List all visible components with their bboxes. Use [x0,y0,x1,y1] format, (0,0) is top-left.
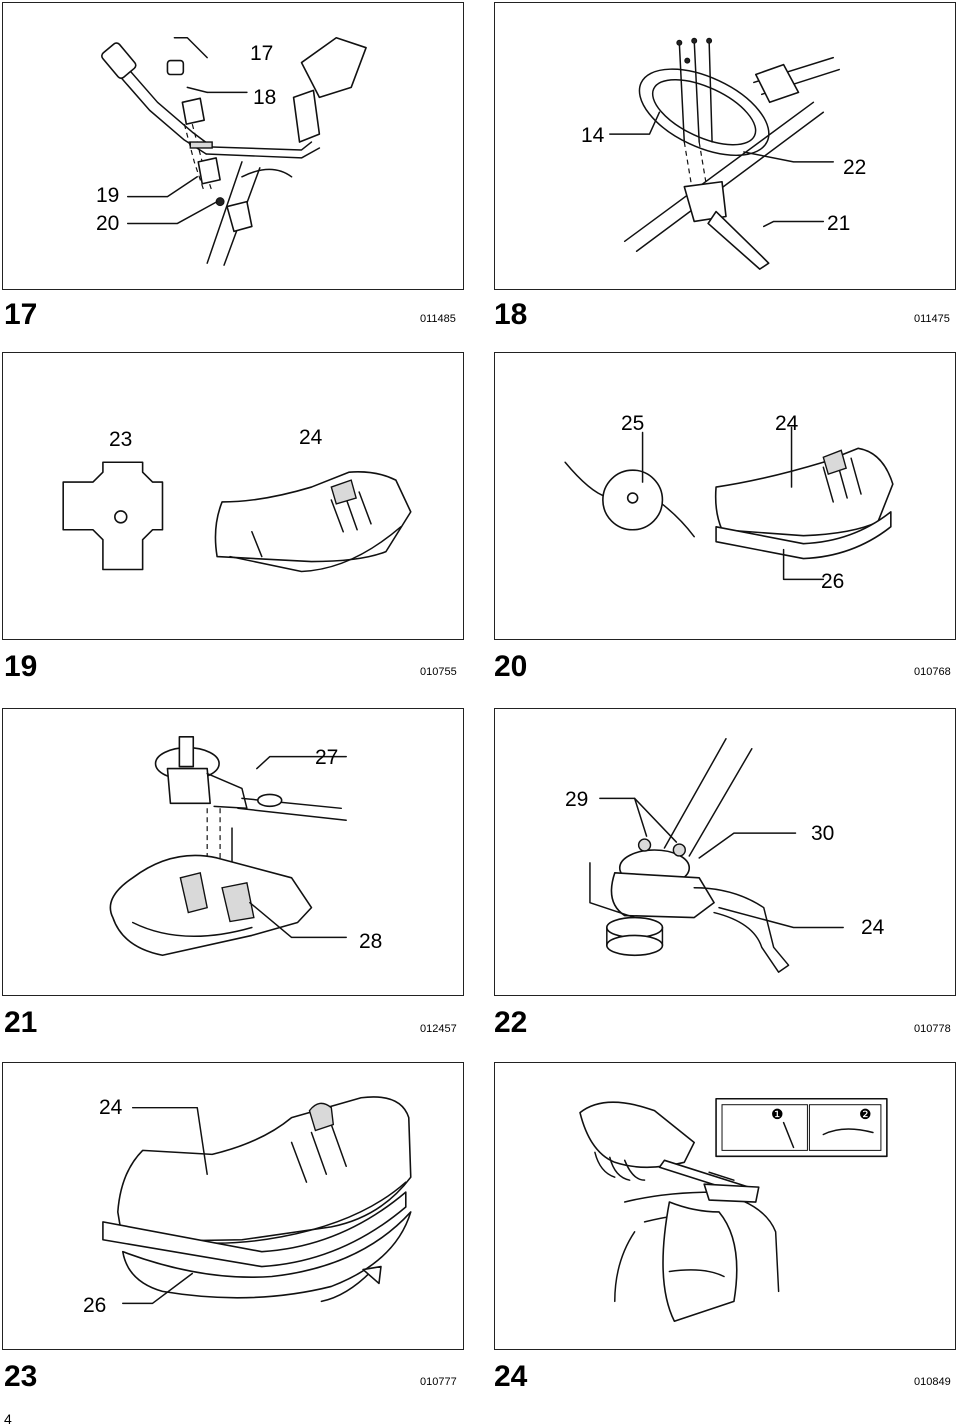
figure-22-panel: 29 30 24 [494,708,956,996]
callout-23: 23 [109,428,133,451]
figure-17-panel: 17 18 19 20 [2,2,464,290]
figure-number-18: 18 [494,298,528,331]
figure-19-illustration [62,461,412,573]
callout-20: 20 [96,212,120,235]
figure-code-18: 011475 [914,313,950,325]
label-marker-1: ❶ [771,1106,784,1122]
figure-number-17: 17 [4,298,38,331]
figure-23-illustration [102,1096,412,1305]
callout-21: 21 [827,212,851,235]
callout-29: 29 [565,788,589,811]
figure-code-20: 010768 [914,666,951,678]
figure-23-panel: 24 26 [2,1062,464,1350]
label-marker-2: ❷ [859,1106,872,1122]
figure-code-24: 010849 [914,1376,951,1388]
callout-14: 14 [581,124,605,147]
callout-24: 24 [299,426,323,449]
figure-24-illustration [579,1097,888,1322]
callout-26b: 26 [83,1294,107,1317]
figure-code-21: 012457 [420,1023,457,1035]
figure-18-illustration [609,37,840,270]
figure-18-panel: 14 22 21 [494,2,956,290]
callout-28: 28 [359,930,383,953]
figure-number-24: 24 [494,1360,528,1393]
figure-21-illustration [109,736,347,957]
callout-27: 27 [315,746,339,769]
page-number: 4 [4,1411,12,1427]
callout-30: 30 [811,822,835,845]
callout-17: 17 [250,42,274,65]
callout-19: 19 [96,184,120,207]
figure-code-19: 010755 [420,666,457,678]
figure-17-illustration [101,36,367,266]
figure-19-panel: 23 24 [2,352,464,640]
figure-20-panel: 25 24 26 [494,352,956,640]
callout-22: 22 [843,156,867,179]
figure-number-21: 21 [4,1006,38,1039]
figure-number-19: 19 [4,650,38,683]
callout-24d: 24 [99,1096,123,1119]
callout-26: 26 [821,570,845,593]
figure-21-panel: 27 28 [2,708,464,996]
figure-code-23: 010777 [420,1376,457,1388]
figure-code-17: 011485 [420,313,456,325]
figure-code-22: 010778 [914,1023,951,1035]
figure-number-22: 22 [494,1006,528,1039]
callout-24c: 24 [861,916,885,939]
callout-24b: 24 [775,412,799,435]
callout-18: 18 [253,86,277,109]
figure-22-illustration [589,738,844,973]
figure-number-20: 20 [494,650,528,683]
figure-20-illustration [564,426,894,581]
callout-25: 25 [621,412,645,435]
figure-number-23: 23 [4,1360,38,1393]
figure-24-panel: ❶ ❷ [494,1062,956,1350]
